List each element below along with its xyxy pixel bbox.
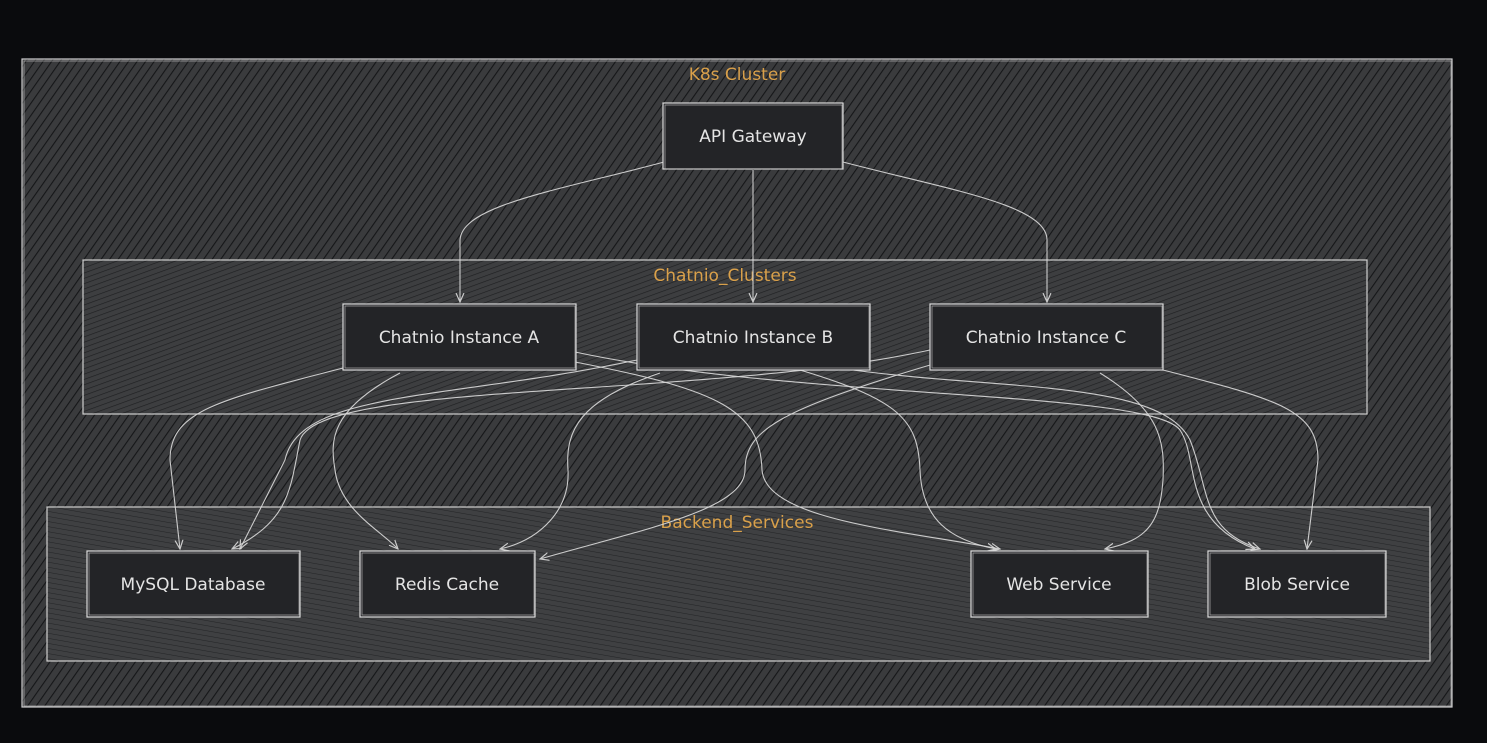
group-label-chatnio: Chatnio_Clusters <box>653 266 796 286</box>
edge-a-to-blob <box>574 351 1255 549</box>
node-label-instance-c: Chatnio Instance C <box>966 328 1127 348</box>
edge-b-to-web <box>799 369 996 549</box>
node-chatnio-instance-a[interactable]: Chatnio Instance A <box>342 303 577 371</box>
node-mysql-database[interactable]: MySQL Database <box>86 550 301 618</box>
edge-b-to-mysql <box>240 359 638 549</box>
node-api-gateway[interactable]: API Gateway <box>662 102 844 170</box>
edge-gateway-to-instance-c <box>842 161 1047 302</box>
node-label-mysql: MySQL Database <box>121 575 266 595</box>
node-redis-cache[interactable]: Redis Cache <box>359 550 536 618</box>
edge-b-to-blob <box>852 369 1260 549</box>
group-label-k8s: K8s Cluster <box>689 65 786 85</box>
edges <box>169 161 1319 559</box>
edge-a-to-redis <box>332 372 401 549</box>
edge-gateway-to-instance-a <box>460 161 665 302</box>
node-label-instance-b: Chatnio Instance B <box>673 328 833 348</box>
node-chatnio-instance-b[interactable]: Chatnio Instance B <box>636 303 871 371</box>
node-chatnio-instance-c[interactable]: Chatnio Instance C <box>929 303 1164 371</box>
node-label-web: Web Service <box>1006 575 1111 595</box>
edge-a-to-mysql <box>169 367 344 549</box>
node-label-redis: Redis Cache <box>395 575 499 595</box>
edge-c-to-mysql <box>232 349 931 549</box>
node-blob-service[interactable]: Blob Service <box>1207 550 1387 618</box>
edge-b-to-redis <box>500 372 661 549</box>
node-label-instance-a: Chatnio Instance A <box>379 328 540 348</box>
node-label-blob: Blob Service <box>1244 575 1350 595</box>
edge-a-to-web <box>574 361 1000 549</box>
edge-c-to-redis <box>540 364 931 559</box>
node-label-api-gateway: API Gateway <box>699 127 806 147</box>
node-web-service[interactable]: Web Service <box>970 550 1149 618</box>
group-label-backend: Backend_Services <box>661 513 814 533</box>
edge-c-to-web <box>1099 372 1164 549</box>
edge-c-to-blob <box>1162 369 1319 549</box>
